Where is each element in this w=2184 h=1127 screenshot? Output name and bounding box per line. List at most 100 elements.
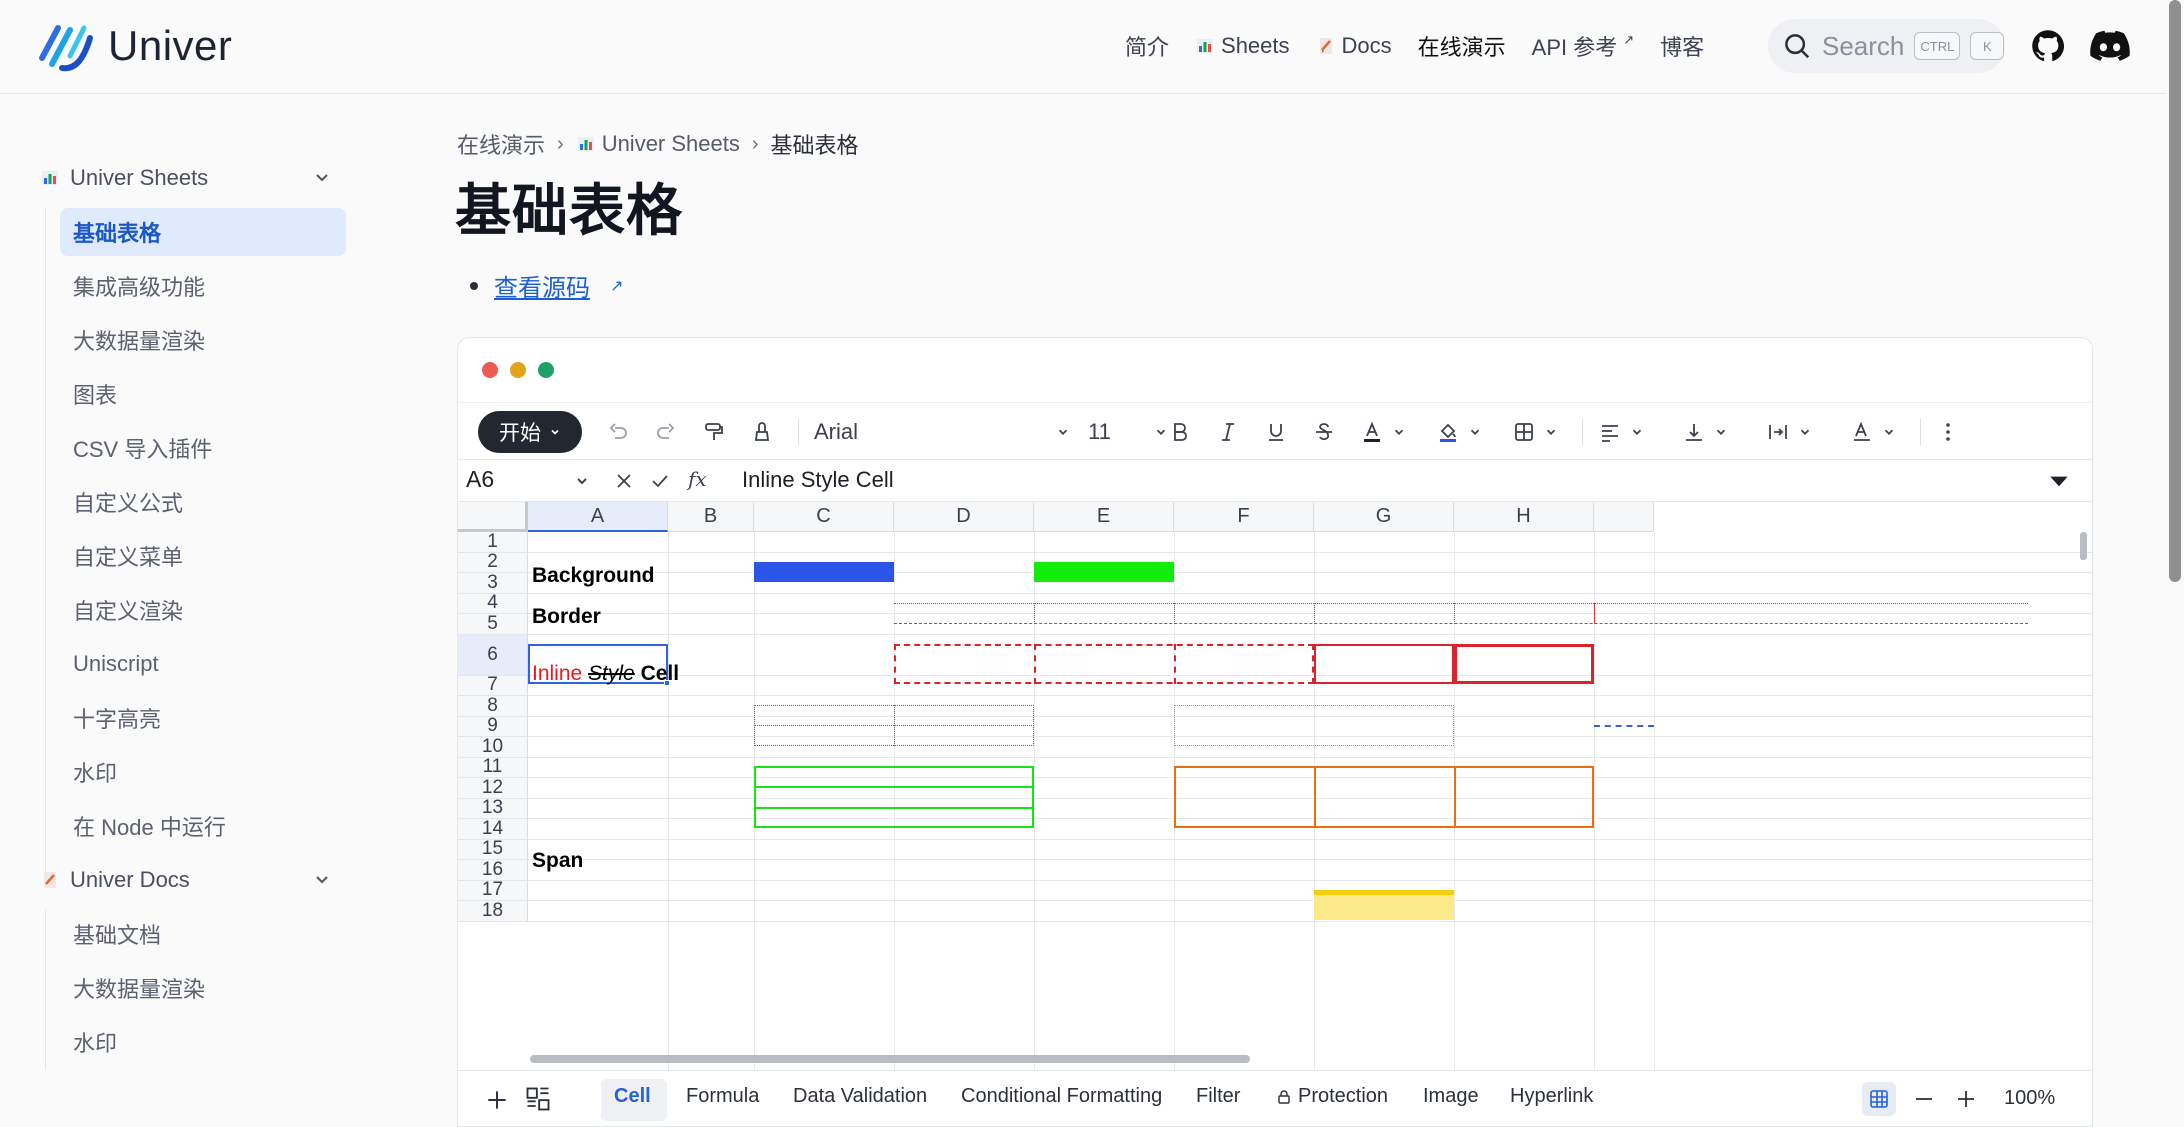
sidebar-item-big-data[interactable]: 大数据量渲染 [73, 329, 206, 354]
sidebar-item-custom-formula[interactable]: 自定义公式 [73, 491, 184, 516]
redo-button[interactable] [654, 413, 678, 451]
row-header-15[interactable]: 15 [458, 838, 528, 860]
row-header-2[interactable]: 2 [458, 551, 528, 573]
breadcrumb-root[interactable]: 在线演示 [457, 133, 546, 158]
selection-box[interactable] [528, 644, 668, 684]
sidebar-item-watermark[interactable]: 水印 [73, 761, 118, 786]
expand-formula-icon[interactable] [2046, 468, 2072, 494]
row-header-13[interactable]: 13 [458, 797, 528, 819]
tab-image[interactable]: Image [1423, 1085, 1479, 1107]
nav-link-sheets[interactable]: Sheets [1195, 28, 1290, 64]
tab-data-validation[interactable]: Data Validation [793, 1085, 928, 1107]
sidebar-group-sheets[interactable]: Univer Sheets [40, 158, 340, 198]
zoom-out-icon[interactable] [1912, 1087, 1936, 1111]
column-header-c[interactable]: C [754, 502, 894, 532]
row-header-10[interactable]: 10 [458, 736, 528, 758]
tab-formula[interactable]: Formula [686, 1085, 760, 1107]
nav-link-demo[interactable]: 在线演示 [1418, 28, 1506, 64]
nav-link-intro[interactable]: 简介 [1125, 28, 1169, 64]
sidebar-item-crosshair[interactable]: 十字高亮 [73, 707, 162, 732]
undo-button[interactable] [606, 413, 630, 451]
vertical-scrollbar[interactable] [2080, 532, 2087, 560]
column-header-next[interactable] [1594, 502, 1654, 532]
row-header-12[interactable]: 12 [458, 777, 528, 799]
sidebar-item-uniscript[interactable]: Uniscript [73, 651, 159, 676]
horizontal-scrollbar[interactable] [530, 1055, 1250, 1063]
sidebar-group-docs[interactable]: Univer Docs [40, 860, 340, 900]
column-header-g[interactable]: G [1314, 502, 1454, 532]
page-scrollbar-thumb[interactable] [2169, 0, 2181, 582]
cancel-icon[interactable] [612, 469, 636, 493]
sidebar-item-basic-doc[interactable]: 基础文档 [73, 923, 162, 948]
brand-logo[interactable]: Univer [36, 18, 232, 74]
row-header-8[interactable]: 8 [458, 695, 528, 717]
row-header-16[interactable]: 16 [458, 859, 528, 881]
function-icon[interactable]: fx [688, 467, 707, 491]
github-icon[interactable] [2030, 28, 2066, 64]
page-scrollbar[interactable] [2166, 0, 2184, 1127]
sidebar-item-chart[interactable]: 图表 [73, 383, 118, 408]
chevron-down-icon[interactable] [574, 473, 590, 489]
column-header-e[interactable]: E [1034, 502, 1174, 532]
italic-button[interactable] [1216, 413, 1240, 451]
row-header-6[interactable]: 6 [458, 634, 528, 676]
sidebar-item-basic-sheet[interactable]: 基础表格 [60, 208, 346, 256]
row-header-17[interactable]: 17 [458, 879, 528, 901]
tab-cell[interactable]: Cell [614, 1085, 651, 1107]
underline-button[interactable] [1264, 413, 1288, 451]
column-header-f[interactable]: F [1174, 502, 1314, 532]
column-header-a[interactable]: A [528, 502, 668, 532]
column-header-d[interactable]: D [894, 502, 1034, 532]
grid-view-button[interactable] [1862, 1082, 1896, 1116]
row-header-5[interactable]: 5 [458, 613, 528, 635]
row-header-9[interactable]: 9 [458, 715, 528, 737]
bold-button[interactable] [1168, 413, 1192, 451]
row-header-18[interactable]: 18 [458, 900, 528, 922]
row-header-1[interactable]: 1 [458, 531, 528, 553]
column-header-h[interactable]: H [1454, 502, 1594, 532]
confirm-icon[interactable] [648, 469, 672, 493]
text-rotate-button[interactable] [1850, 413, 1896, 451]
fill-handle[interactable] [664, 680, 670, 686]
tab-filter[interactable]: Filter [1196, 1085, 1241, 1107]
row-header-4[interactable]: 4 [458, 592, 528, 614]
strikethrough-button[interactable] [1312, 413, 1336, 451]
row-header-11[interactable]: 11 [458, 756, 528, 778]
font-size-select[interactable]: 11 [1088, 413, 1168, 451]
format-painter-button[interactable] [702, 413, 726, 451]
sidebar-item-doc-watermark[interactable]: 水印 [73, 1031, 118, 1056]
nav-link-api[interactable]: API 参考 ↗ [1532, 28, 1634, 64]
clear-format-button[interactable] [750, 413, 774, 451]
row-header-14[interactable]: 14 [458, 818, 528, 840]
text-color-button[interactable] [1360, 413, 1406, 451]
more-options-button[interactable] [1936, 413, 1960, 451]
horizontal-align-button[interactable] [1598, 413, 1644, 451]
view-source-link[interactable]: 查看源码 [494, 275, 590, 302]
formula-input[interactable]: Inline Style Cell [742, 467, 894, 492]
add-sheet-icon[interactable] [484, 1087, 510, 1113]
sidebar-item-csv[interactable]: CSV 导入插件 [73, 437, 213, 462]
sheet-list-icon[interactable] [524, 1085, 552, 1113]
font-family-select[interactable]: Arial [814, 413, 1070, 451]
tab-conditional-formatting[interactable]: Conditional Formatting [961, 1085, 1163, 1107]
zoom-in-icon[interactable] [1954, 1087, 1978, 1111]
start-menu-button[interactable]: 开始 [478, 411, 582, 453]
search-button[interactable]: Search CTRL K [1768, 19, 2005, 73]
sidebar-item-advanced[interactable]: 集成高级功能 [73, 275, 206, 300]
nav-link-blog[interactable]: 博客 [1660, 28, 1704, 64]
tab-protection[interactable]: Protection [1276, 1085, 1388, 1108]
row-header-3[interactable]: 3 [458, 572, 528, 594]
discord-icon[interactable] [2090, 30, 2130, 62]
sidebar-item-node[interactable]: 在 Node 中运行 [73, 815, 226, 840]
zoom-level[interactable]: 100% [2004, 1087, 2056, 1109]
fill-color-button[interactable] [1436, 413, 1482, 451]
sidebar-item-custom-render[interactable]: 自定义渲染 [73, 599, 184, 624]
row-header-7[interactable]: 7 [458, 674, 528, 696]
sidebar-item-custom-menu[interactable]: 自定义菜单 [73, 545, 184, 570]
tab-hyperlink[interactable]: Hyperlink [1510, 1085, 1594, 1107]
breadcrumb-section[interactable]: Univer Sheets [576, 131, 740, 157]
cell-reference[interactable]: A6 [466, 466, 495, 492]
select-all-corner[interactable] [458, 502, 528, 532]
border-button[interactable] [1512, 413, 1558, 451]
